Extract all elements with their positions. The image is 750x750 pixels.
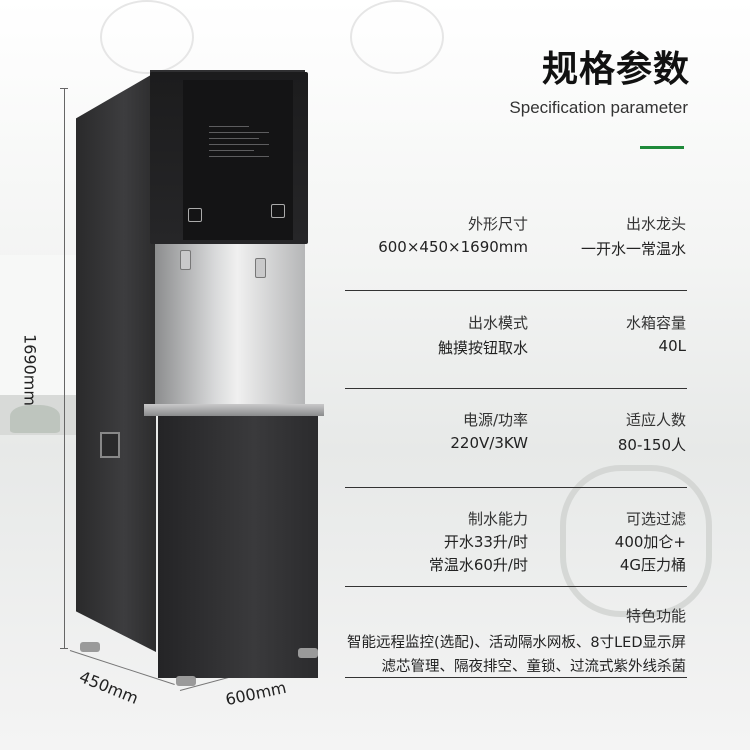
spec-value: 开水33升/时	[443, 533, 528, 551]
title-accent-bar	[640, 146, 684, 149]
spec-label: 水箱容量	[625, 314, 686, 332]
display-line	[209, 156, 269, 157]
spec-value: 600×450×1690mm	[378, 238, 528, 256]
ceiling-lamp	[350, 0, 444, 74]
dispenser-foot	[176, 676, 196, 686]
display-line	[209, 126, 249, 127]
display-line	[209, 138, 259, 139]
dimension-tick	[60, 648, 68, 649]
spec-value: 触摸按钮取水	[437, 339, 528, 357]
spec-label: 出水龙头	[625, 215, 686, 233]
dispenser-side-panel	[76, 72, 156, 652]
dispenser-foot	[80, 642, 100, 652]
dimension-tick	[60, 88, 68, 89]
background-chair	[560, 465, 712, 617]
spec-value: 常温水60升/时	[428, 556, 528, 574]
spec-value: 40L	[658, 337, 686, 355]
spec-value: 400加仑+	[614, 533, 686, 551]
height-dimension-label: 1690mm	[20, 334, 40, 406]
dispenser-tap-area	[155, 244, 305, 409]
spec-label: 出水模式	[467, 314, 528, 332]
features-line: 滤芯管理、隔夜排空、童锁、过流式紫外线杀菌	[381, 659, 687, 675]
side-handle	[100, 432, 120, 458]
display-line	[209, 150, 254, 151]
features-line: 智能远程监控(选配)、活动隔水网板、8寸LED显示屏	[347, 635, 686, 651]
divider	[345, 388, 687, 389]
spec-label: 电源/功率	[462, 411, 528, 429]
divider	[345, 487, 687, 488]
divider	[345, 586, 687, 587]
divider	[345, 677, 687, 678]
spec-value: 220V/3KW	[450, 434, 528, 452]
hot-water-tap[interactable]	[180, 250, 191, 270]
spec-label: 适应人数	[625, 411, 686, 429]
page-subtitle: Specification parameter	[509, 98, 688, 117]
drip-tray	[144, 404, 324, 416]
background-plant	[10, 405, 60, 433]
display-line	[209, 144, 269, 145]
divider	[345, 290, 687, 291]
spec-value: 80-150人	[617, 436, 686, 454]
spec-label: 外形尺寸	[467, 215, 528, 233]
dispenser-cabinet	[158, 416, 318, 678]
spec-value: 4G压力桶	[619, 556, 686, 574]
dispenser-foot	[298, 648, 318, 658]
spec-value: 一开水一常温水	[580, 240, 686, 258]
warm-water-tap[interactable]	[255, 258, 266, 278]
features-label: 特色功能	[625, 607, 686, 625]
ceiling-lamp	[100, 0, 194, 74]
spec-label: 制水能力	[467, 510, 528, 528]
display-line	[209, 132, 269, 133]
spec-label: 可选过滤	[625, 510, 686, 528]
dispenser-display-panel	[183, 80, 293, 240]
hot-water-button-icon[interactable]	[188, 208, 202, 222]
warm-water-button-icon[interactable]	[271, 204, 285, 218]
page-title: 规格参数	[541, 49, 690, 90]
height-dimension-line	[64, 88, 65, 648]
